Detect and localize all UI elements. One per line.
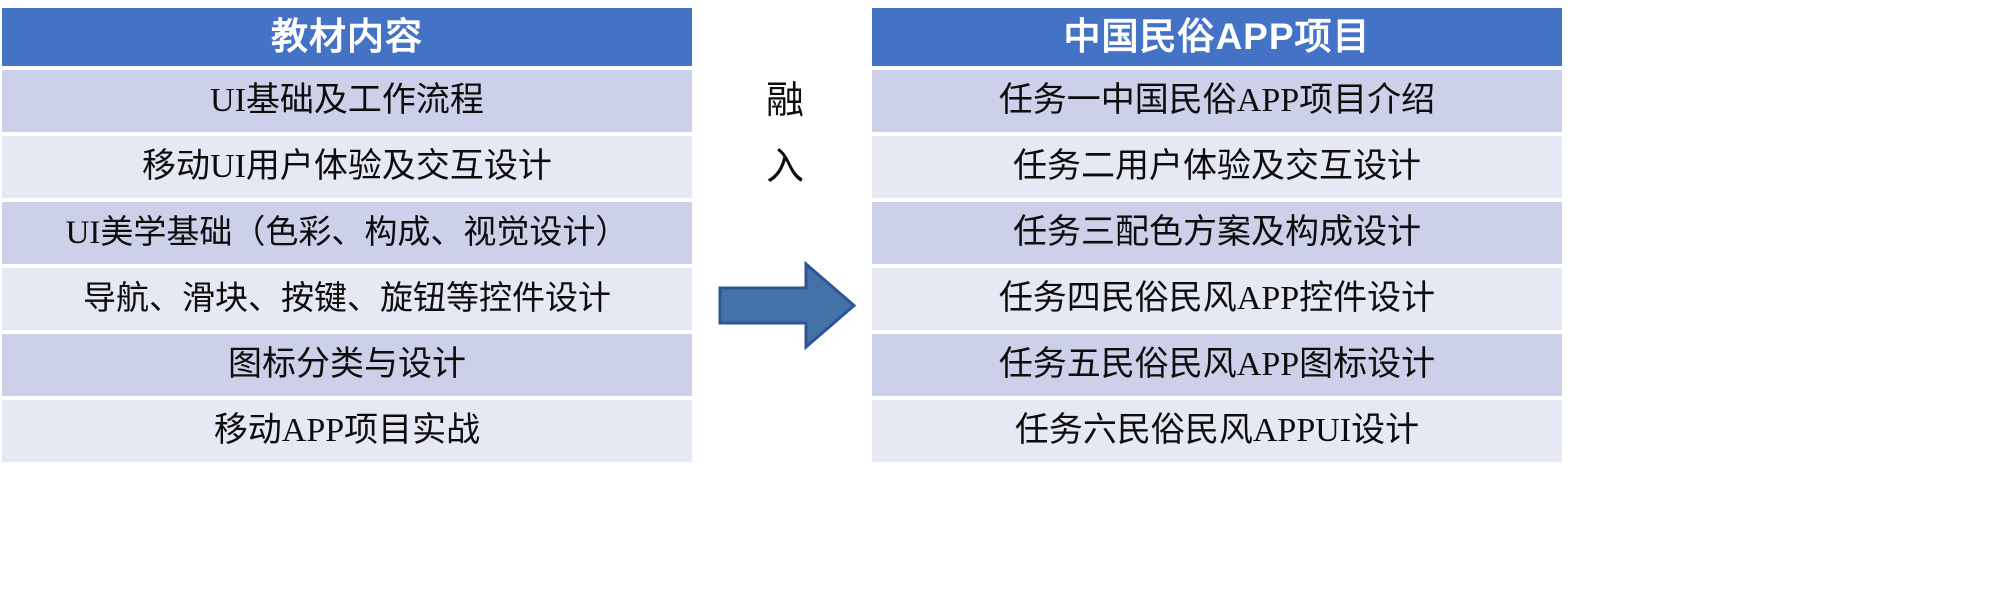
middle-connector: 融 入 xyxy=(700,0,870,594)
right-table: 中国民俗APP项目 任务一中国民俗APP项目介绍 任务二用户体验及交互设计 任务… xyxy=(872,8,1562,462)
right-arrow-icon xyxy=(718,258,858,353)
merge-label-line-1: 融 xyxy=(765,80,804,122)
right-table-header: 中国民俗APP项目 xyxy=(872,8,1562,66)
table-row: 任务一中国民俗APP项目介绍 xyxy=(872,70,1562,132)
table-row: 图标分类与设计 xyxy=(2,334,692,396)
table-row: 任务五民俗民风APP图标设计 xyxy=(872,334,1562,396)
table-row: 任务六民俗民风APPUI设计 xyxy=(872,400,1562,462)
table-row: 移动UI用户体验及交互设计 xyxy=(2,136,692,198)
table-row: 导航、滑块、按键、旋钮等控件设计 xyxy=(2,268,692,330)
table-row: 任务三配色方案及构成设计 xyxy=(872,202,1562,264)
table-row: 移动APP项目实战 xyxy=(2,400,692,462)
merge-label-line-2: 入 xyxy=(765,146,804,188)
table-row: UI基础及工作流程 xyxy=(2,70,692,132)
table-row: 任务二用户体验及交互设计 xyxy=(872,136,1562,198)
merge-label: 融 入 xyxy=(700,68,870,200)
left-table-header: 教材内容 xyxy=(2,8,692,66)
table-row: 任务四民俗民风APP控件设计 xyxy=(872,268,1562,330)
left-table: 教材内容 UI基础及工作流程 移动UI用户体验及交互设计 UI美学基础（色彩、构… xyxy=(2,8,692,462)
table-row: UI美学基础（色彩、构成、视觉设计） xyxy=(2,202,692,264)
